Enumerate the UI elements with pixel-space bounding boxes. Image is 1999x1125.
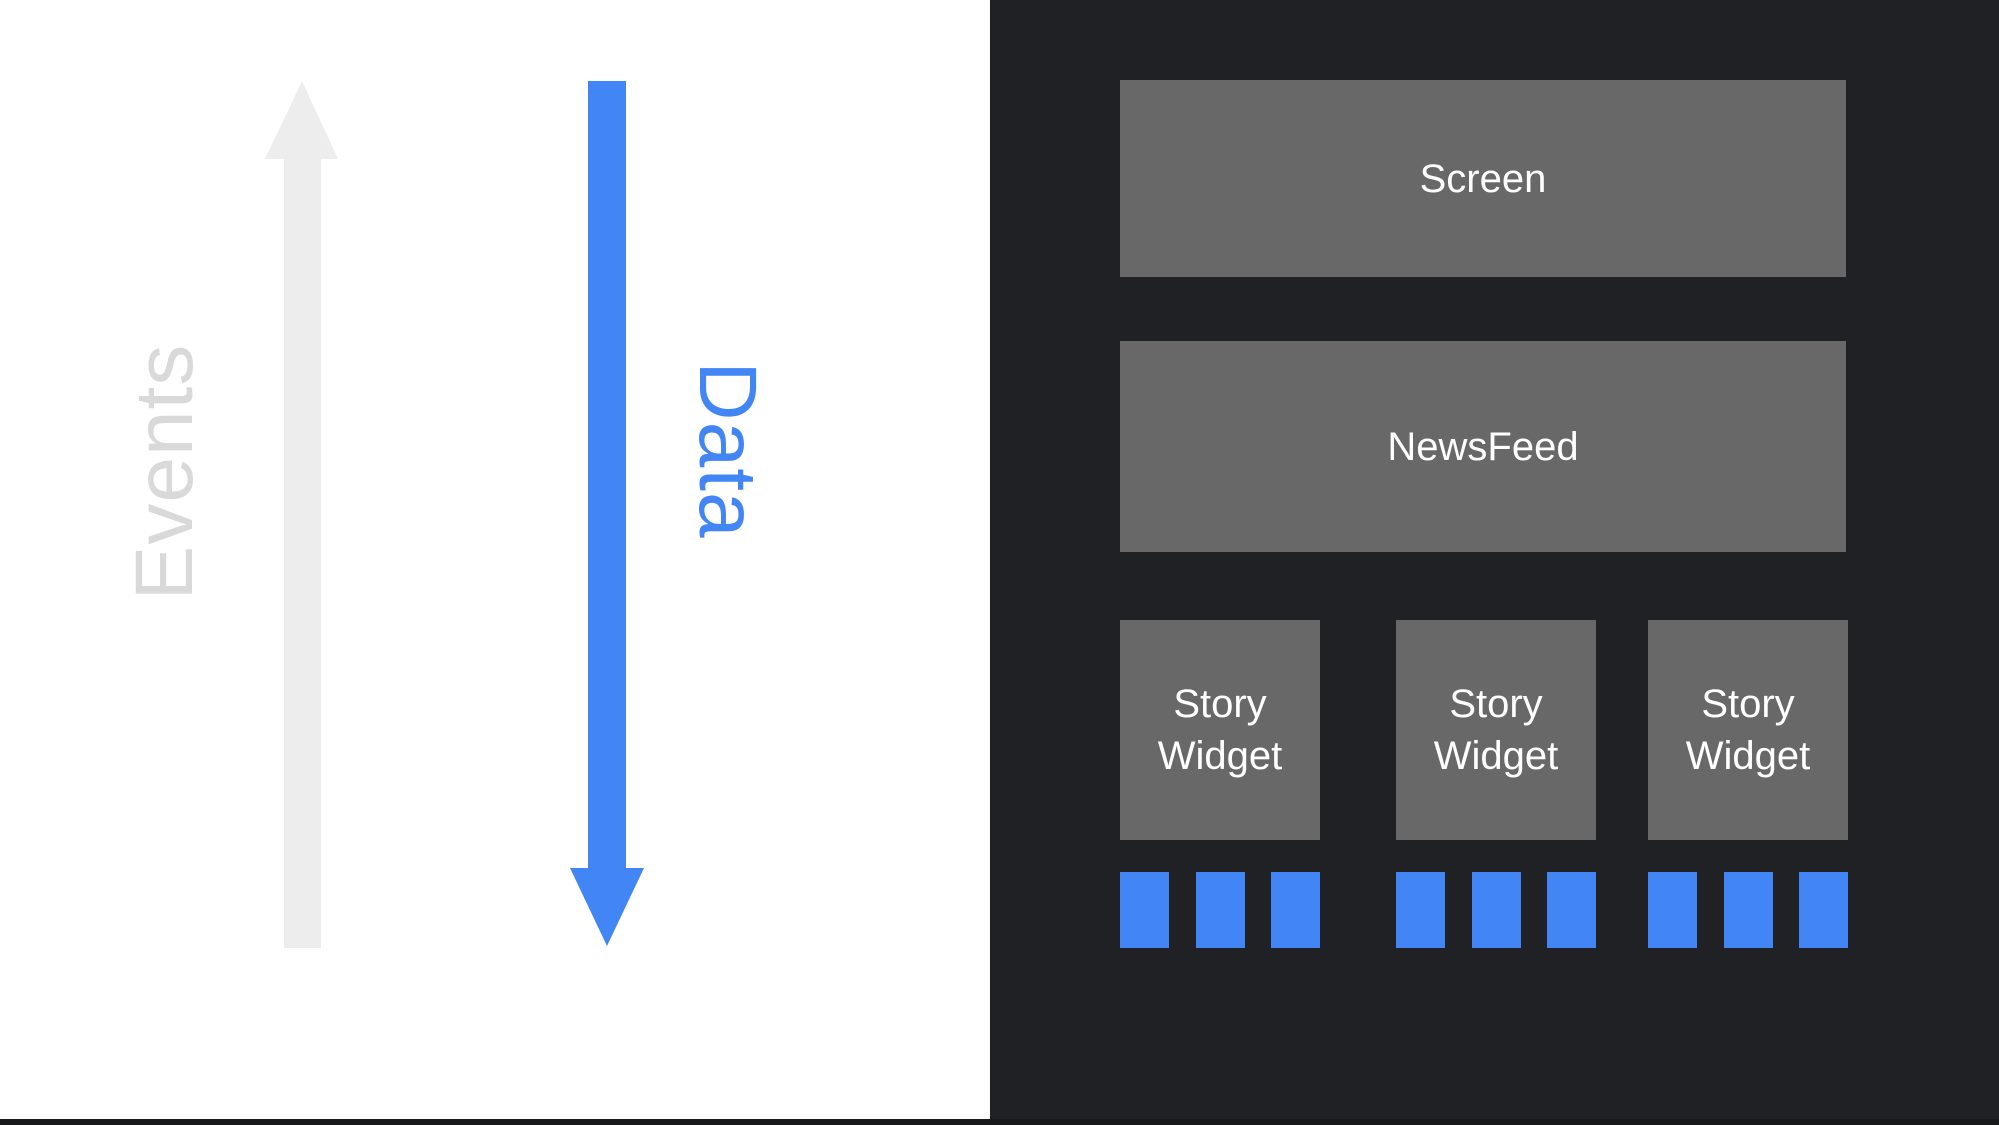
data-block (1396, 872, 1445, 948)
story-widget-column-3: Story Widget (1648, 620, 1848, 948)
events-up-arrow-icon (265, 81, 338, 948)
bottom-edge-bar (0, 1119, 1999, 1125)
widget-tree-panel: Screen NewsFeed Story Widget Story Widge… (990, 0, 1999, 1125)
data-label: Data (682, 361, 773, 539)
screen-box: Screen (1120, 80, 1846, 277)
story-widget-label: Story Widget (1433, 682, 1559, 778)
data-blocks-row (1396, 872, 1596, 948)
story-widget-box: Story Widget (1396, 620, 1596, 840)
story-widget-label: Story Widget (1685, 682, 1811, 778)
newsfeed-box: NewsFeed (1120, 341, 1846, 552)
data-block (1195, 872, 1245, 948)
data-block (1547, 872, 1596, 948)
data-block (1271, 872, 1320, 948)
events-label: Events (119, 343, 210, 601)
screen-label: Screen (1419, 156, 1547, 201)
data-blocks-row (1120, 872, 1320, 948)
story-widget-label: Story Widget (1157, 682, 1283, 778)
story-widget-column-2: Story Widget (1396, 620, 1596, 948)
data-block (1471, 872, 1521, 948)
story-widget-box: Story Widget (1648, 620, 1848, 840)
data-blocks-row (1648, 872, 1848, 948)
data-block (1799, 872, 1848, 948)
story-widget-column-1: Story Widget (1120, 620, 1320, 948)
data-down-arrow-icon (570, 81, 644, 946)
newsfeed-label: NewsFeed (1387, 424, 1579, 469)
data-block (1648, 872, 1697, 948)
story-widget-box: Story Widget (1120, 620, 1320, 840)
data-block (1120, 872, 1169, 948)
data-block (1723, 872, 1773, 948)
